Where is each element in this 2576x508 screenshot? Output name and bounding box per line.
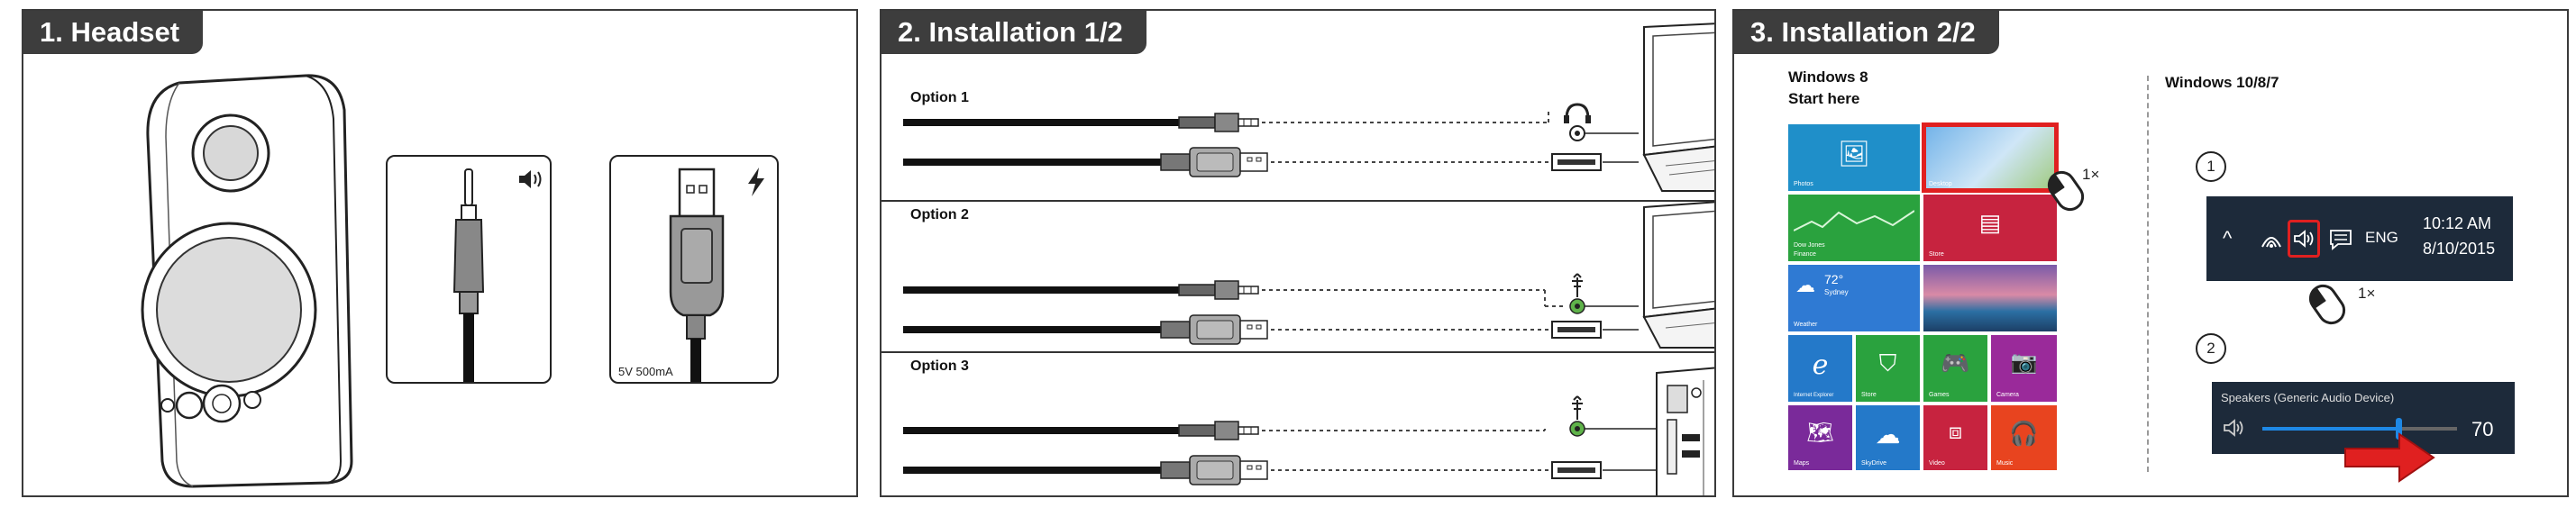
volume-level-value: 70	[2471, 418, 2494, 440]
win10-heading: Windows 10/8/7	[2165, 74, 2279, 91]
option-2-label: Option 2	[910, 207, 969, 222]
speaker-icon	[519, 170, 542, 188]
wifi-icon[interactable]	[2261, 229, 2282, 249]
tile-camera[interactable]: 📷 Camera	[1991, 335, 2057, 402]
speaker-illustration	[141, 74, 353, 488]
tile-photo-landscape[interactable]	[1923, 265, 2057, 331]
tile-desktop[interactable]: Desktop	[1922, 122, 2059, 193]
ie-icon: e	[1812, 349, 1829, 382]
connection-diagrams	[903, 23, 1714, 495]
audio-jack-box	[386, 155, 552, 384]
audio-jack-illustration	[452, 168, 485, 382]
panel-headset: 1. Headset	[22, 9, 858, 497]
windows-taskbar: ^ ENG 10:12 AM 8/10/2015	[2206, 196, 2513, 281]
panel-title: 1. Headset	[23, 11, 204, 54]
tile-weather[interactable]: 72° Sydney ☁ Weather	[1788, 265, 1920, 331]
store-icon: ▤	[1978, 209, 2002, 237]
tile-internet-explorer[interactable]: e Internet Explorer	[1788, 335, 1852, 402]
panel-installation-2: 3. Installation 2/2 Windows 8 Start here…	[1732, 9, 2569, 497]
clock-date[interactable]: 8/10/2015	[2423, 240, 2496, 258]
panel-installation-1: 2. Installation 1/2 Option 1 Option 2 Op…	[880, 9, 1716, 497]
mouse-click-icon	[2047, 170, 2085, 212]
mouse-click-icon	[2308, 284, 2346, 325]
tile-finance[interactable]: Dow Jones Finance	[1788, 195, 1920, 261]
option-3-label: Option 3	[910, 358, 969, 374]
option-divider	[882, 351, 1714, 353]
panel-title: 3. Installation 2/2	[1734, 11, 1999, 54]
step-2-badge: 2	[2196, 333, 2226, 364]
cloud-icon: ☁	[1795, 274, 1815, 296]
speaker-icon[interactable]	[2293, 229, 2316, 249]
map-icon: 🗺	[1806, 420, 1834, 445]
win8-heading: Windows 8	[1788, 68, 1868, 86]
chevron-up-icon[interactable]: ^	[2223, 227, 2233, 249]
panel-title: 2. Installation 1/2	[882, 11, 1146, 54]
win8-start-screen: 🖼 Photos Desktop Dow Jones Finance ▤ Sto…	[1788, 122, 2059, 470]
volume-slider-thumb[interactable]	[2396, 418, 2403, 440]
speaker-icon[interactable]	[2223, 418, 2246, 438]
tile-maps[interactable]: 🗺 Maps	[1788, 405, 1852, 470]
video-icon: ⧈	[1948, 419, 1963, 444]
language-indicator[interactable]: ENG	[2365, 229, 2398, 246]
option-1-label: Option 1	[910, 90, 969, 105]
usb-plug-illustration	[669, 168, 725, 382]
win8-subheading: Start here	[1788, 90, 1860, 107]
weather-temp: 72°	[1824, 272, 1844, 286]
tile-skydrive[interactable]: ☁ SkyDrive	[1856, 405, 1920, 470]
tile-video[interactable]: ⧈ Video	[1923, 405, 1987, 470]
arrow-right-icon	[2344, 432, 2435, 483]
volume-flyout: Speakers (Generic Audio Device) 70	[2212, 382, 2515, 454]
gamepad-icon: 🎮	[1941, 349, 1970, 377]
tile-store[interactable]: ▤ Store	[1923, 195, 2057, 261]
tile-photos[interactable]: 🖼 Photos	[1788, 124, 1920, 191]
finance-chart-icon	[1794, 210, 1914, 231]
usb-spec-label: 5V 500mA	[618, 365, 673, 378]
clock-time[interactable]: 10:12 AM	[2423, 214, 2492, 232]
lightning-icon	[748, 168, 764, 196]
camera-icon: 📷	[2010, 350, 2038, 376]
cloud-icon: ☁	[1875, 420, 1901, 449]
headphones-icon: 🎧	[2009, 419, 2039, 447]
audio-device-name: Speakers (Generic Audio Device)	[2221, 391, 2395, 404]
photo-icon: 🖼	[1838, 140, 1870, 168]
tile-music[interactable]: 🎧 Music	[1991, 405, 2057, 470]
usb-plug-box: 5V 500mA	[609, 155, 779, 384]
tile-xbox-store[interactable]: ⛉ Store	[1856, 335, 1920, 402]
click-count-label: 1×	[2082, 166, 2100, 183]
message-icon[interactable]	[2329, 229, 2352, 250]
volume-tray-highlight	[2288, 220, 2320, 258]
tile-games[interactable]: 🎮 Games	[1923, 335, 1987, 402]
shopping-bag-icon: ⛉	[1878, 349, 1897, 377]
section-divider	[2147, 76, 2149, 472]
volume-slider-fill	[2262, 427, 2399, 431]
step-1-badge: 1	[2196, 151, 2226, 182]
click-count-label: 1×	[2358, 285, 2376, 302]
weather-city: Sydney	[1824, 288, 1849, 296]
option-divider	[882, 200, 1714, 202]
